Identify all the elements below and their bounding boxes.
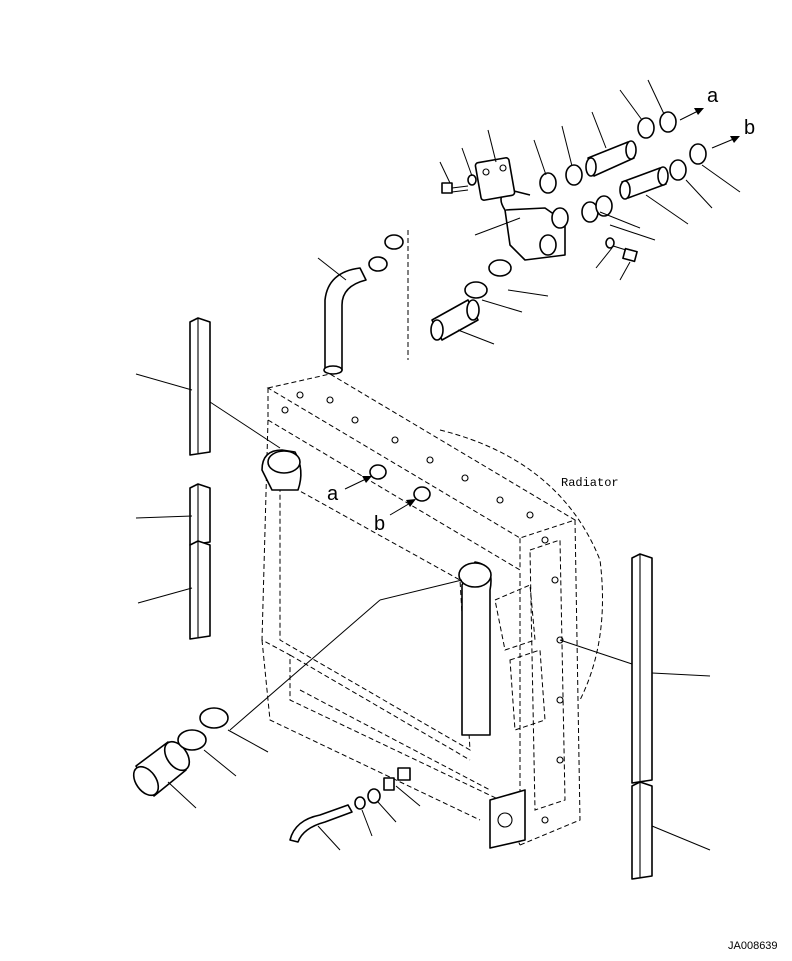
hose-sleeve-lower-left	[132, 740, 191, 797]
leader-lines	[135, 79, 741, 851]
radiator-upper-inlet-elbow	[261, 449, 302, 491]
radiator-lower-outlet-pipe	[458, 561, 492, 736]
hose-bent-upper	[323, 267, 367, 375]
bolt-upper-left	[441, 182, 469, 194]
seal-strip-right-upper	[631, 553, 653, 784]
ref-label-a-top: a	[707, 85, 719, 107]
seal-strip-left-lower	[189, 540, 211, 640]
seal-strip-right-lower	[631, 781, 653, 880]
clamp-group	[368, 111, 707, 299]
seal-strip-left-upper	[189, 317, 211, 456]
ref-arrow-b-top	[711, 137, 737, 149]
radiator-port-b	[413, 486, 431, 502]
hose-upper-a	[585, 140, 637, 177]
seal-strip-left-mid	[189, 483, 211, 546]
radiator-port-a	[369, 464, 387, 480]
radiator-assembly	[261, 373, 603, 849]
hose-lower-straight	[430, 299, 480, 341]
hose-upper-b	[619, 166, 669, 200]
ref-label-b-lower: b	[374, 513, 385, 535]
ref-label-a-lower: a	[327, 483, 339, 505]
washer-upper-left	[467, 174, 477, 186]
radiator-label: Radiator	[561, 476, 619, 490]
ref-label-b-top: b	[744, 117, 755, 139]
clamp-lower-left	[177, 707, 229, 751]
bolt-lower-right	[605, 237, 638, 263]
drain-hose	[289, 804, 353, 843]
thermostat-housing	[474, 157, 569, 261]
drain-fittings	[354, 767, 411, 810]
ref-arrow-a-lower	[344, 477, 369, 490]
drawing-id: JA008639	[728, 940, 778, 952]
ref-arrow-b-lower	[389, 501, 413, 516]
